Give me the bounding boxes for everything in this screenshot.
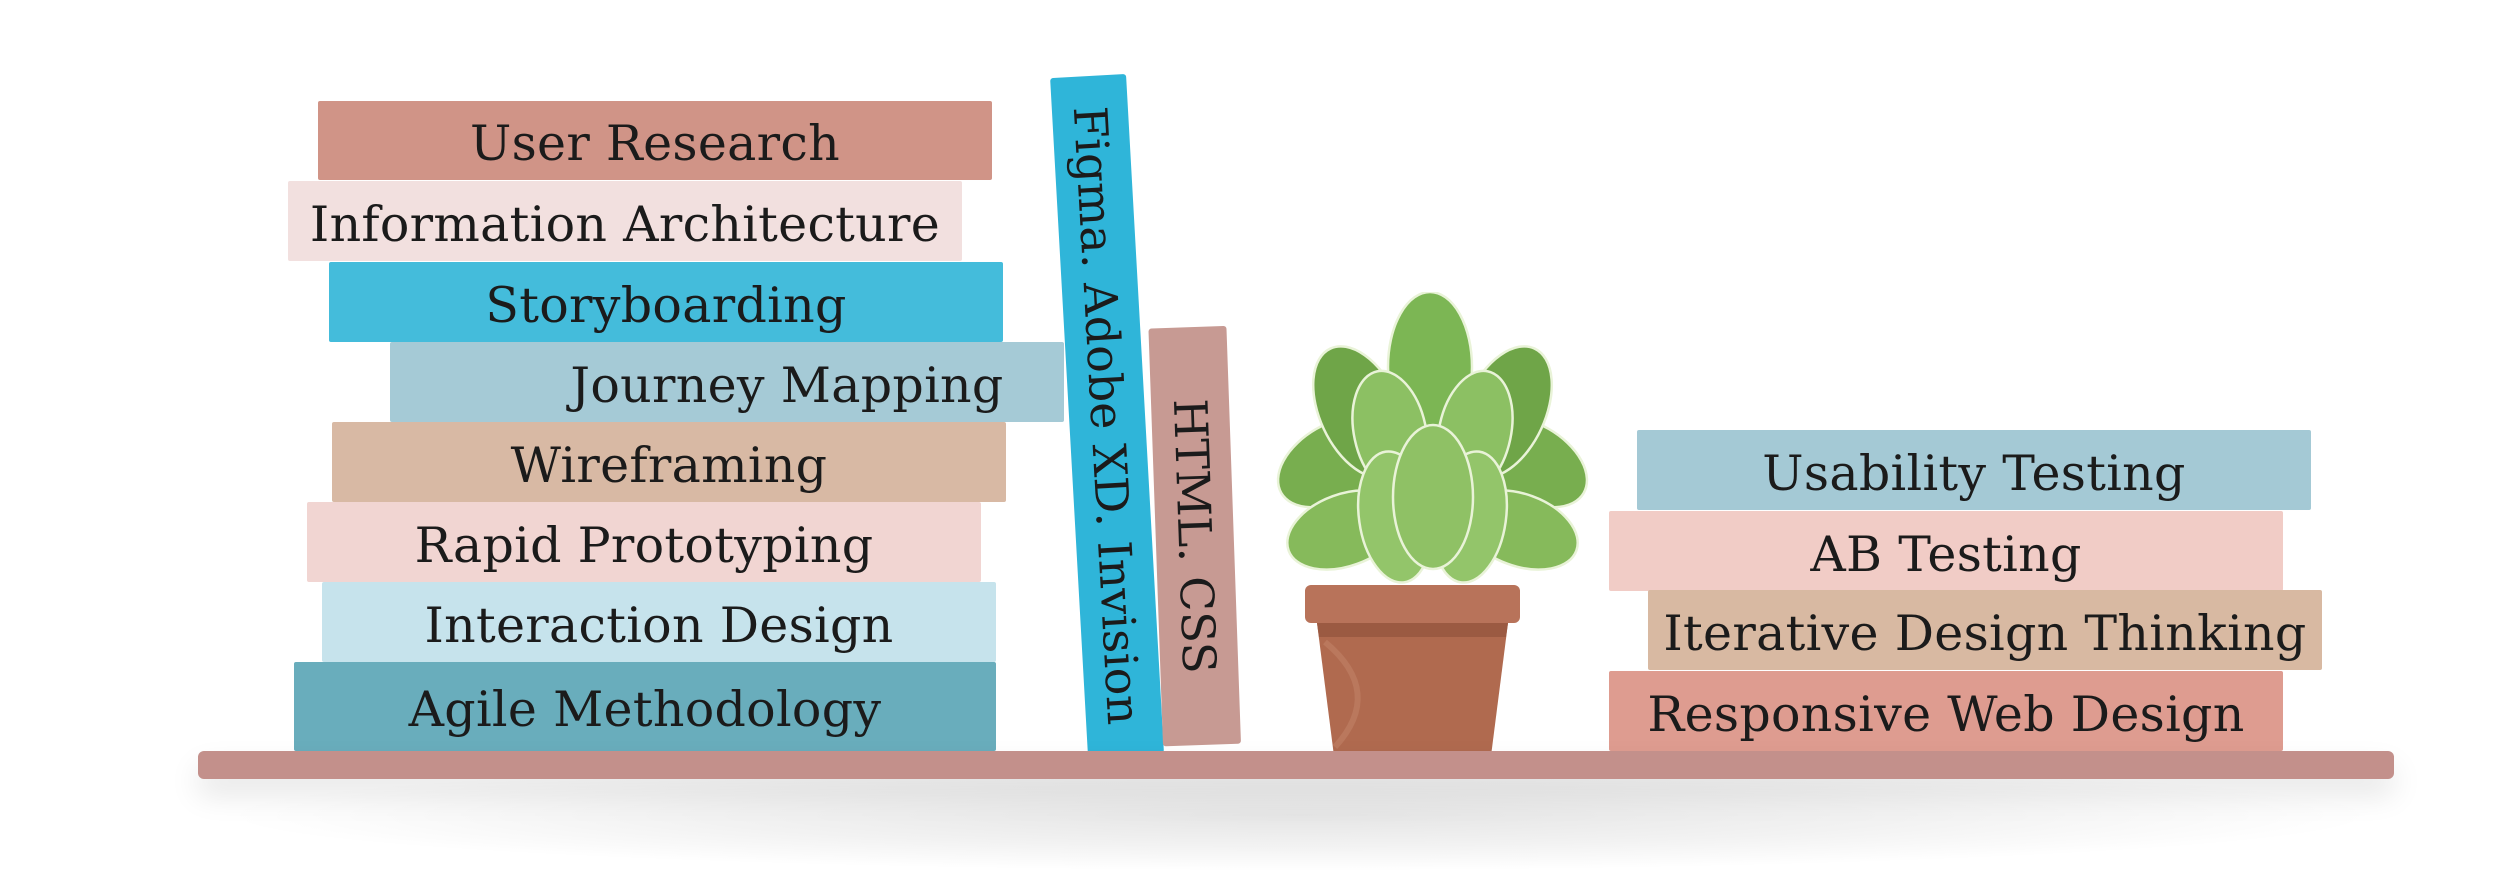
book-label: Iterative Design Thinking	[1663, 604, 2307, 662]
book-storyboarding: Storyboarding	[329, 262, 1003, 342]
book-rapid-prototyping: Rapid Prototyping	[307, 502, 981, 582]
clay-pot	[1305, 585, 1520, 756]
book-label: Storyboarding	[485, 276, 847, 334]
book-html-css: HTML. CSS	[1148, 325, 1241, 747]
succulent-leaves	[1276, 292, 1589, 584]
book-label: Interaction Design	[424, 596, 894, 654]
book-label: Rapid Prototyping	[414, 516, 874, 574]
book-user-research: User Research	[318, 101, 992, 180]
book-ab-testing: AB Testing	[1609, 511, 2283, 591]
book-information-architecture: Information Architecture	[288, 181, 962, 261]
book-figma-adobe-xd-invision: Figma. Adobe XD. Invision	[1050, 73, 1164, 758]
book-label: User Research	[469, 115, 840, 172]
book-responsive-web-design: Responsive Web Design	[1609, 671, 2283, 751]
shelf	[198, 751, 2394, 779]
book-label: Wireframing	[510, 436, 828, 494]
book-label: Figma. Adobe XD. Invision	[1062, 104, 1152, 727]
book-wireframing: Wireframing	[332, 422, 1006, 502]
book-label: Responsive Web Design	[1647, 685, 2245, 743]
potted-succulent-icon	[1276, 292, 1589, 756]
book-label: Information Architecture	[309, 195, 941, 253]
book-label: Journey Mapping	[570, 356, 1004, 414]
book-usability-testing: Usability Testing	[1637, 430, 2311, 510]
book-journey-mapping: Journey Mapping	[390, 342, 1064, 422]
book-label: Agile Methodology	[408, 681, 882, 738]
book-agile-methodology: Agile Methodology	[294, 662, 996, 751]
book-interaction-design: Interaction Design	[322, 582, 996, 662]
book-label: Usability Testing	[1762, 444, 2186, 502]
book-iterative-design-thinking: Iterative Design Thinking	[1648, 590, 2322, 670]
book-label: HTML. CSS	[1162, 397, 1227, 675]
book-label: AB Testing	[1810, 525, 2082, 583]
